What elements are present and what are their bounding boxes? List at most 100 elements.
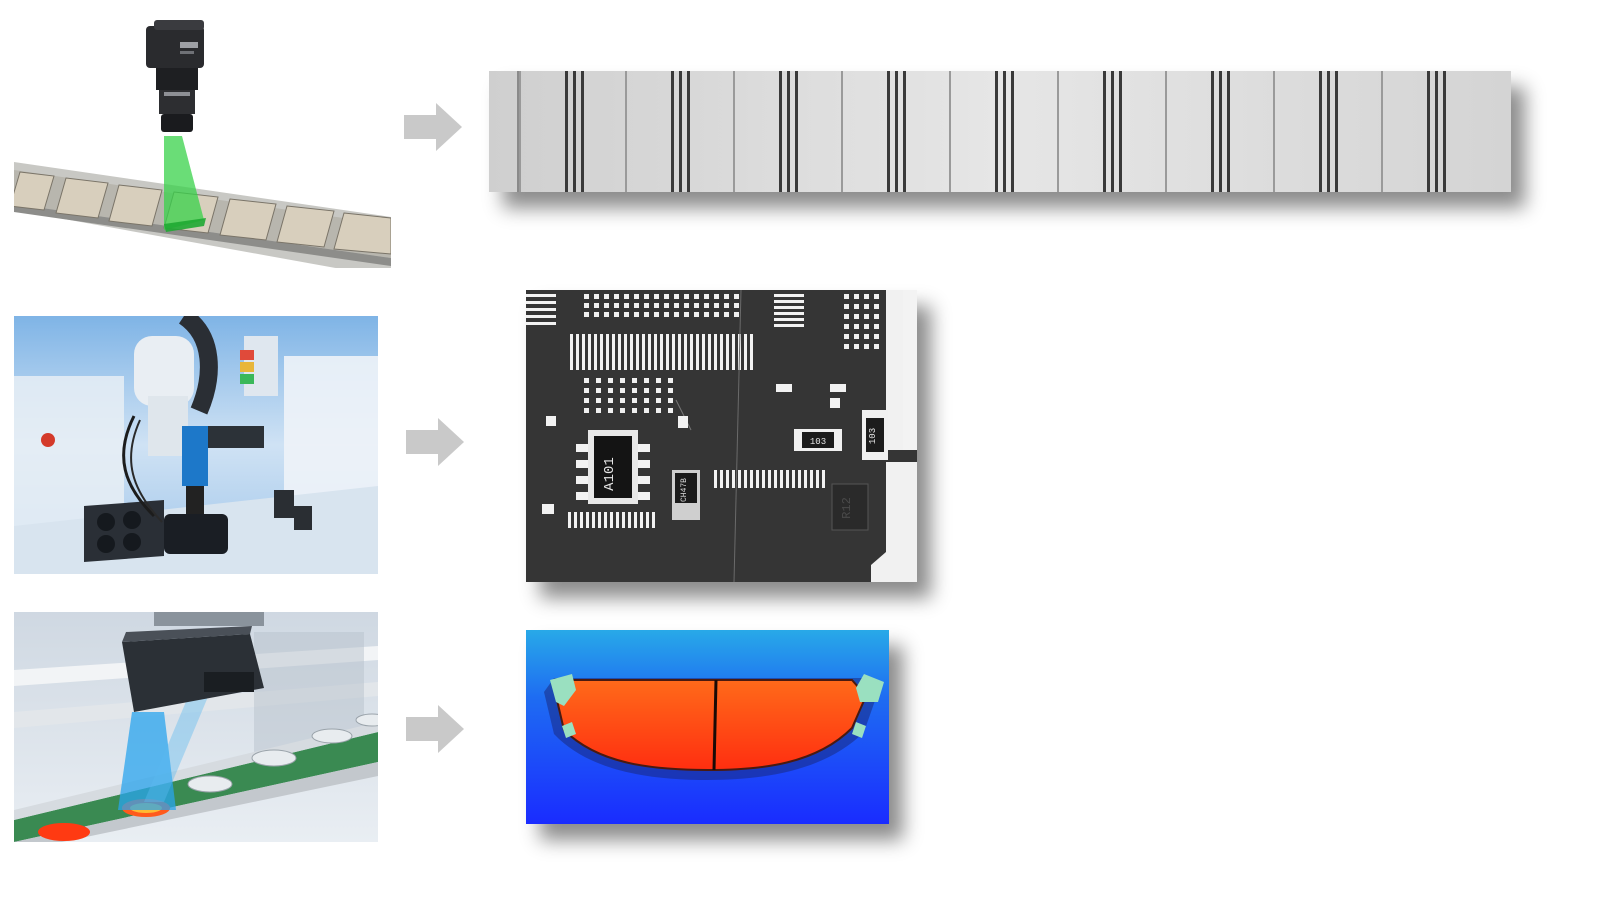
pcb-pad <box>874 294 879 299</box>
pcb-pad-strip <box>774 324 804 327</box>
scan-stripe-faint <box>519 71 521 192</box>
pcb-pad <box>584 312 589 317</box>
pcb-pad-strip <box>720 470 723 488</box>
pcb-pad <box>714 294 719 299</box>
pcb-pad <box>724 312 729 317</box>
scan-stripe <box>1011 71 1014 192</box>
pcb-pad-strip <box>586 512 589 528</box>
pcb-pad <box>704 303 709 308</box>
pcb-pad-strip <box>582 334 585 370</box>
pcb-pad-strip <box>526 301 556 304</box>
pcb-pad-strip <box>774 300 804 303</box>
pcb-pad <box>668 408 673 413</box>
pcb-pad <box>632 398 637 403</box>
right-arrow-icon <box>406 418 466 466</box>
pcb-pad <box>874 314 879 319</box>
pcb-pad <box>844 294 849 299</box>
pcb-pad-strip <box>652 512 655 528</box>
scan-stripe-faint <box>1273 71 1275 192</box>
scan-stripe <box>1219 71 1222 192</box>
chip-label: CH47B <box>680 478 689 502</box>
scan-stripe <box>887 71 890 192</box>
pcb-pad <box>614 312 619 317</box>
pcb-pad-strip <box>630 334 633 370</box>
pcb-pad-strip <box>574 512 577 528</box>
pcb-pad <box>844 344 849 349</box>
pcb-pad-strip <box>592 512 595 528</box>
pcb-pad-strip <box>678 334 681 370</box>
pcb-pad-strip <box>580 512 583 528</box>
resistor-label-b: 103 <box>868 428 878 444</box>
pcb-pad <box>656 388 661 393</box>
pcb-pad-strip <box>526 315 556 318</box>
pcb-pad-strip <box>618 334 621 370</box>
robot-arm-camera-scene <box>14 316 378 574</box>
pcb-pad-strip <box>598 512 601 528</box>
scan-stripe-faint <box>841 71 843 192</box>
pcb-pad-strip <box>714 334 717 370</box>
pcb-pad <box>714 303 719 308</box>
pcb-pad <box>674 303 679 308</box>
pcb-pad <box>624 294 629 299</box>
pcb-pad-strip <box>616 512 619 528</box>
pcb-pad <box>664 303 669 308</box>
scan-stripe <box>1119 71 1122 192</box>
pcb-pad-strip <box>774 318 804 321</box>
scan-stripe <box>679 71 682 192</box>
pcb-pad <box>620 388 625 393</box>
right-arrow-icon <box>404 103 464 151</box>
pcb-pad-strip <box>744 470 747 488</box>
pcb-pad <box>594 294 599 299</box>
scan-stripe <box>581 71 584 192</box>
pcb-pad <box>584 388 589 393</box>
pcb-pad-strip <box>568 512 571 528</box>
pcb-pad-strip <box>672 334 675 370</box>
pcb-pad <box>874 304 879 309</box>
pcb-pad <box>714 312 719 317</box>
pcb-pad <box>608 388 613 393</box>
pcb-pad <box>734 312 739 317</box>
pcb-pad <box>734 294 739 299</box>
pcb-pad <box>854 334 859 339</box>
pcb-pad <box>608 398 613 403</box>
pcb-pad-strip <box>690 334 693 370</box>
scan-stripe-faint <box>1057 71 1059 192</box>
scan-stripe <box>995 71 998 192</box>
pcb-pad <box>656 378 661 383</box>
pcb-pad <box>864 294 869 299</box>
pcb-pad <box>854 314 859 319</box>
pcb-pad-strip <box>822 470 825 488</box>
pcb-pad-strip <box>576 334 579 370</box>
pcb-pad-strip <box>642 334 645 370</box>
pcb-pad-strip <box>708 334 711 370</box>
scan-stripe-faint <box>733 71 735 192</box>
pcb-pad <box>844 324 849 329</box>
scan-stripe <box>1443 71 1446 192</box>
scan-stripe-faint <box>1381 71 1383 192</box>
line-scan-stripe-image <box>489 71 1511 192</box>
right-arrow-icon <box>406 705 466 753</box>
scan-stripe <box>1435 71 1438 192</box>
pcb-pad-strip <box>526 294 556 297</box>
pcb-pad <box>620 378 625 383</box>
pcb-pad-strip <box>750 470 753 488</box>
pcb-pad-strip <box>720 334 723 370</box>
scan-stripe <box>779 71 782 192</box>
pcb-pad <box>620 398 625 403</box>
pcb-pad <box>632 408 637 413</box>
pcb-pad <box>608 378 613 383</box>
pcb-pad-strip <box>634 512 637 528</box>
pcb-pad-strip <box>810 470 813 488</box>
pcb-pad <box>584 294 589 299</box>
pcb-pad <box>604 294 609 299</box>
pcb-pad <box>844 314 849 319</box>
pcb-pad <box>664 312 669 317</box>
pcb-pad-strip <box>732 334 735 370</box>
scan-stripe <box>1319 71 1322 192</box>
pcb-pad <box>668 388 673 393</box>
pcb-pad <box>854 344 859 349</box>
pcb-pad-strip <box>738 470 741 488</box>
pcb-pad-strip <box>750 334 753 370</box>
scan-stripe <box>787 71 790 192</box>
pcb-pad-strip <box>762 470 765 488</box>
